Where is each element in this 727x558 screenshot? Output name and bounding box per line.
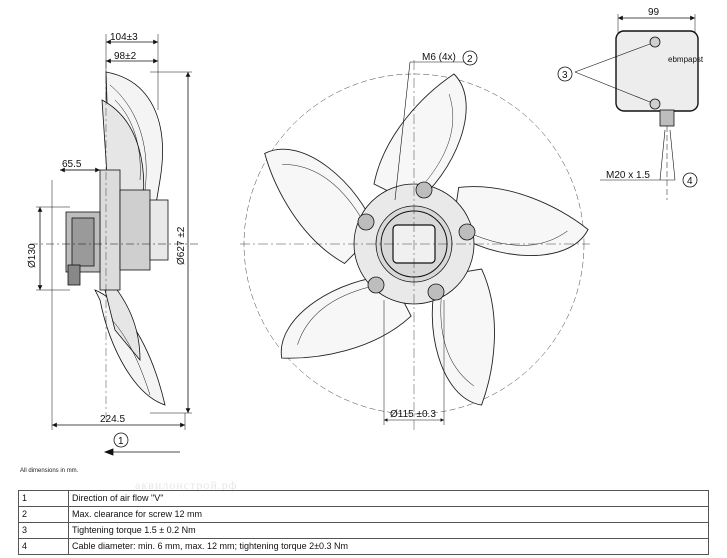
legend-num: 1	[18, 490, 69, 507]
legend-text: Cable diameter: min. 6 mm, max. 12 mm; t…	[68, 538, 709, 555]
fan-blade	[373, 73, 467, 205]
blade-rib	[440, 298, 474, 387]
legend-num: 3	[18, 522, 69, 539]
dim-dia-627: Ø627 ±2	[176, 226, 187, 265]
callout-1: 1	[113, 432, 129, 448]
table-row: 4 Cable diameter: min. 6 mm, max. 12 mm;…	[18, 538, 709, 555]
dim-104: 104±3	[110, 32, 138, 43]
dim-m6: M6 (4x)	[422, 52, 456, 63]
legend-num: 4	[18, 538, 69, 555]
legend-num: 2	[18, 506, 69, 523]
table-row: 2 Max. clearance for screw 12 mm	[18, 506, 709, 523]
terminal-box	[574, 14, 699, 200]
front-view	[240, 60, 590, 430]
dim-dia-115: Ø115 ±0.3	[390, 409, 436, 420]
dim-m20: M20 x 1.5	[606, 170, 650, 181]
brand-label: ebmpapst	[668, 55, 704, 64]
svg-text:4: 4	[687, 176, 693, 187]
blade-rib	[297, 286, 371, 345]
dim-99: 99	[648, 7, 660, 18]
svg-text:3: 3	[562, 70, 568, 81]
dim-98: 98±2	[114, 51, 137, 62]
fan-blade	[451, 186, 589, 256]
watermark: аквилонстрой.рф	[135, 478, 238, 492]
dim-65-5: 65.5	[62, 159, 82, 170]
table-row: 1 Direction of air flow "V"	[18, 490, 709, 507]
side-view	[30, 34, 200, 456]
units-note: All dimensions in mm.	[20, 468, 79, 474]
legend-text: Direction of air flow "V"	[68, 490, 709, 507]
svg-text:2: 2	[467, 54, 473, 65]
technical-drawing: 104±3 98±2 65.5 Ø130 Ø627 ±2 224.5 M6 (4…	[27, 7, 704, 456]
svg-text:1: 1	[118, 436, 124, 447]
dim-224-5: 224.5	[100, 414, 125, 425]
fan-blade	[431, 268, 495, 406]
callout-3: 3	[557, 66, 573, 82]
legend-text: Tightening torque 1.5 ± 0.2 Nm	[68, 522, 709, 539]
callout-2: 2	[462, 50, 478, 66]
legend-table: 1 Direction of air flow "V" 2 Max. clear…	[18, 490, 709, 555]
blade-rib	[282, 164, 361, 217]
callout-4: 4	[682, 172, 698, 188]
table-row: 3 Tightening torque 1.5 ± 0.2 Nm	[18, 522, 709, 539]
dim-dia-130: Ø130	[27, 243, 38, 268]
blade-rib	[474, 230, 568, 246]
legend-text: Max. clearance for screw 12 mm	[68, 506, 709, 523]
fan-blade	[264, 148, 377, 265]
fan-blade	[280, 275, 412, 359]
blade-rib	[423, 93, 454, 185]
